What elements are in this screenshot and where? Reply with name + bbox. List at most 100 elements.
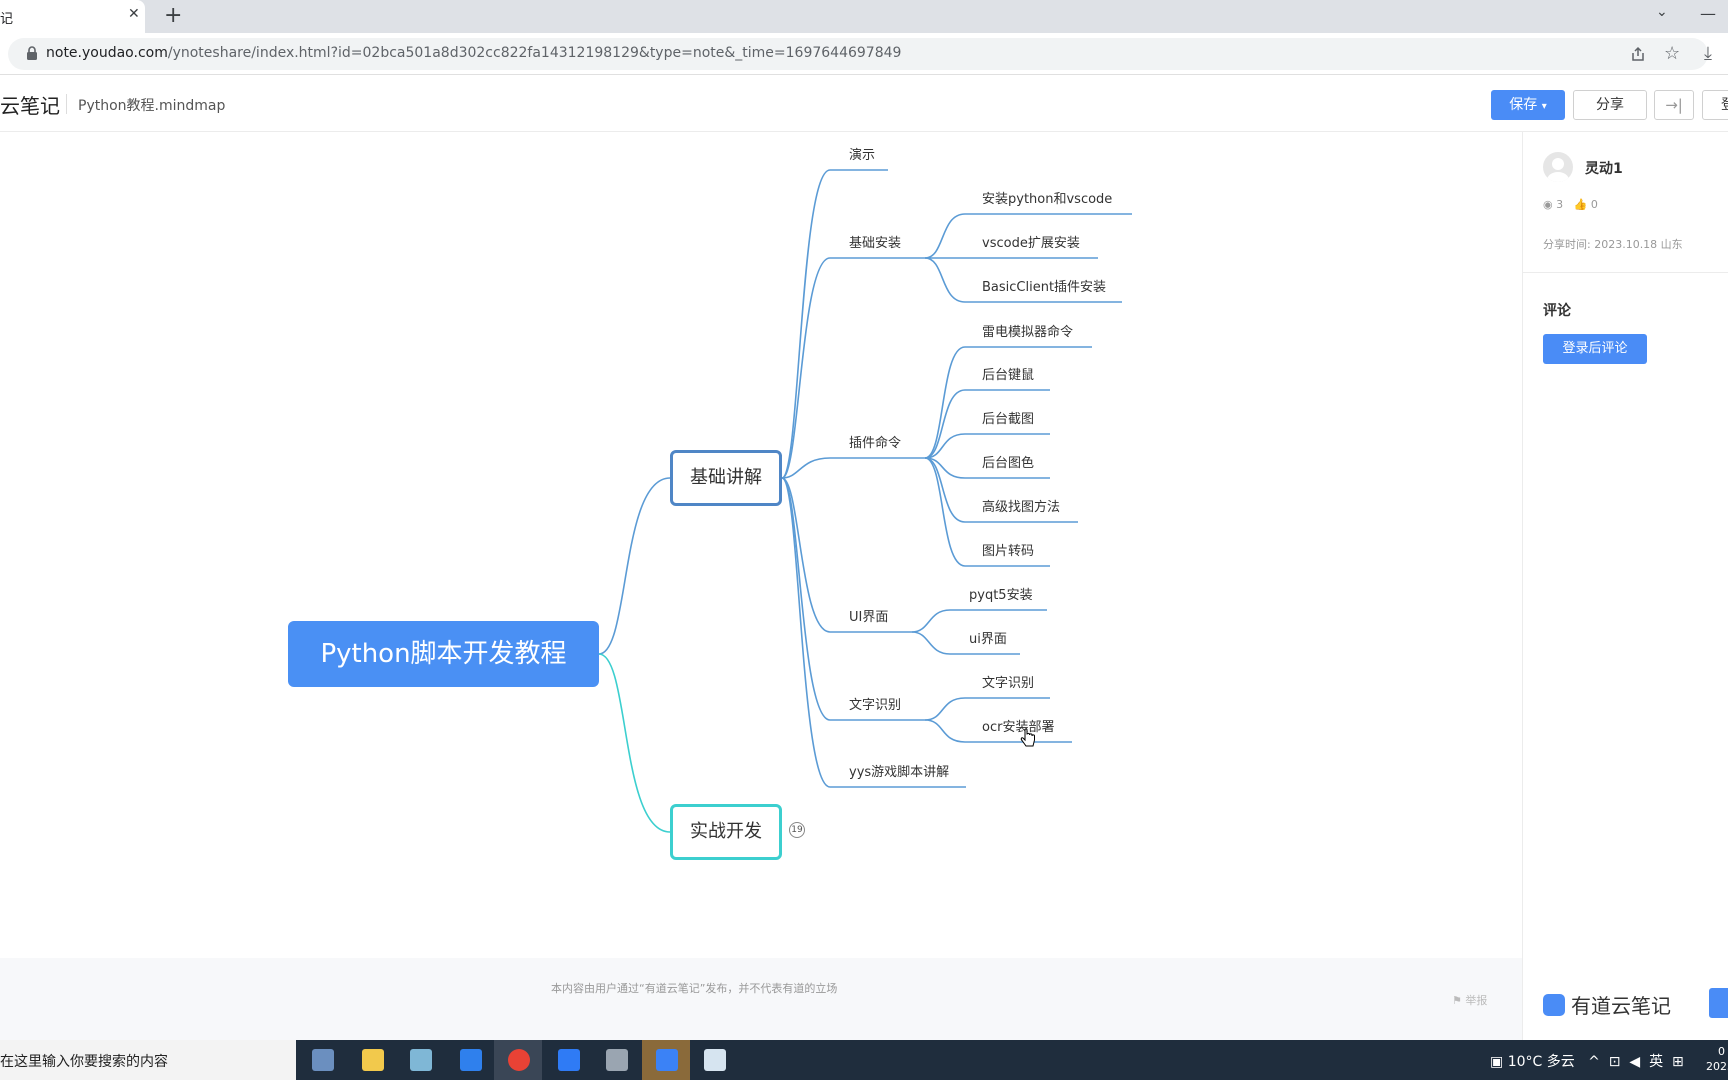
note-stats: ◉ 3 👍 0 xyxy=(1543,198,1598,211)
taskbar-search-input[interactable]: 在这里输入你要搜索的内容 xyxy=(0,1040,296,1080)
clock-time: 0 xyxy=(1718,1045,1725,1058)
brand-logo-text[interactable]: 云笔记 xyxy=(0,94,60,118)
mindmap-leaf-pyqt5[interactable]: pyqt5安装 xyxy=(969,588,1033,603)
network-status-icon[interactable]: ⊡ xyxy=(1608,1054,1621,1070)
login-button[interactable]: 登 xyxy=(1702,90,1728,120)
link-demo xyxy=(781,169,888,479)
window-minimize-icon[interactable]: — xyxy=(1700,4,1716,23)
tab-list-chevron-icon[interactable]: ⌄ xyxy=(1656,4,1668,20)
mindmap-connectors xyxy=(598,169,1132,833)
taskbar-app-meeting[interactable] xyxy=(544,1040,592,1080)
author-name[interactable]: 灵动1 xyxy=(1585,161,1623,177)
new-tab-icon[interactable]: + xyxy=(164,3,183,28)
network-app-icon xyxy=(312,1049,334,1071)
mindmap-leaf-basicclient[interactable]: BasicClient插件安装 xyxy=(982,280,1107,295)
taskbar-app-mindmap[interactable] xyxy=(642,1040,690,1080)
tray-chevron-up-icon[interactable]: ^ xyxy=(1588,1054,1600,1070)
url-path: /ynoteshare/index.html?id=02bca501a8d302… xyxy=(167,45,902,61)
system-tray: ▣ 10°C 多云 ^ ⊡ ◀ 英 ⊞ xyxy=(1490,1051,1684,1071)
mindmap-root-node[interactable]: Python脚本开发教程 xyxy=(288,621,599,687)
browser-tab[interactable]: 记 ✕ xyxy=(0,0,145,33)
comments-heading: 评论 xyxy=(1543,303,1571,319)
taskbar-clock[interactable]: 0 2023 xyxy=(1706,1044,1728,1074)
bookmark-star-icon[interactable]: ☆ xyxy=(1664,43,1681,64)
download-app-button[interactable] xyxy=(1709,988,1728,1018)
link-leaf-adv-find xyxy=(924,457,1078,523)
link-leaf-bg-color xyxy=(924,457,1050,479)
meeting-app-icon xyxy=(558,1049,580,1071)
chrome-icon xyxy=(508,1049,530,1071)
avatar[interactable] xyxy=(1543,152,1573,182)
taskbar-app-chrome[interactable] xyxy=(494,1040,542,1080)
share-page-icon[interactable] xyxy=(1630,46,1646,62)
mindmap-canvas[interactable]: Python脚本开发教程 基础讲解 实战开发 19 演示 基础安装 插件命令 U… xyxy=(0,132,1522,958)
download-icon[interactable]: ⤓ xyxy=(1704,43,1712,64)
like-count: 0 xyxy=(1590,198,1598,211)
collapsed-children-badge[interactable]: 19 xyxy=(789,822,805,838)
user-silhouette-icon xyxy=(1547,158,1569,182)
thumbs-up-icon: 👍 xyxy=(1573,198,1588,211)
link-leaf-ocr-text xyxy=(924,697,1050,721)
eye-icon: ◉ xyxy=(1543,198,1553,211)
input-method-indicator[interactable]: 英 xyxy=(1649,1054,1664,1070)
share-time: 分享时间: 2023.10.18 山东 xyxy=(1543,238,1683,251)
mindmap-node-ocr[interactable]: 文字识别 xyxy=(849,698,902,713)
info-side-panel: 灵动1 ◉ 3 👍 0 分享时间: 2023.10.18 山东 评论 登录后评论… xyxy=(1522,132,1728,1040)
mindmap-node-basic-install[interactable]: 基础安装 xyxy=(849,236,902,251)
mindmap-leaf-ocr-text[interactable]: 文字识别 xyxy=(982,676,1035,691)
mindmap-node-basics[interactable]: 基础讲解 xyxy=(670,450,782,506)
url-input[interactable]: note.youdao.com/ynoteshare/index.html?id… xyxy=(8,38,1712,70)
taskbar-app-notes[interactable] xyxy=(396,1040,444,1080)
taskbar-app-terminal[interactable] xyxy=(690,1040,738,1080)
save-button-label: 保存 xyxy=(1509,97,1538,113)
save-button[interactable]: 保存 ▾ xyxy=(1491,90,1565,120)
mindmap-node-practice[interactable]: 实战开发 xyxy=(670,804,782,860)
mindmap-leaf-vscode-ext[interactable]: vscode扩展安装 xyxy=(982,236,1080,251)
volume-icon[interactable]: ◀ xyxy=(1629,1054,1641,1070)
mindmap-leaf-install-python[interactable]: 安装python和vscode xyxy=(982,192,1113,207)
login-to-comment-button[interactable]: 登录后评论 xyxy=(1543,334,1647,364)
taskbar-app-vscode[interactable] xyxy=(446,1040,494,1080)
remote-desktop-icon xyxy=(606,1049,628,1071)
share-button[interactable]: 分享 xyxy=(1573,90,1647,120)
link-leaf-pyqt5 xyxy=(911,609,1047,633)
report-link[interactable]: ⚑ 举报 xyxy=(1452,992,1487,1008)
collapse-panel-button[interactable]: →| xyxy=(1654,90,1694,120)
link-ocr xyxy=(781,477,925,721)
taskbar-app-remote[interactable] xyxy=(592,1040,640,1080)
tab-close-icon[interactable]: ✕ xyxy=(128,6,140,22)
taskbar-app-network[interactable] xyxy=(298,1040,346,1080)
link-leaf-img-convert xyxy=(924,457,1050,567)
mindmap-node-yys[interactable]: yys游戏脚本讲解 xyxy=(849,765,950,780)
mindmap-leaf-adv-find[interactable]: 高级找图方法 xyxy=(982,500,1061,515)
mindmap-node-demo[interactable]: 演示 xyxy=(849,148,876,163)
report-label: 举报 xyxy=(1465,994,1488,1007)
youdao-note-logo[interactable]: 有道云笔记 xyxy=(1543,990,1671,1019)
flag-icon: ⚑ xyxy=(1452,994,1462,1007)
youdao-logo-icon xyxy=(1543,994,1565,1016)
link-leaf-ocr-deploy xyxy=(924,719,1072,743)
link-leaf-install-python xyxy=(924,213,1132,259)
document-title: Python教程.mindmap xyxy=(78,98,226,114)
mindmap-leaf-ocr-deploy[interactable]: ocr安装部署 xyxy=(982,720,1055,735)
mindmap-leaf-bg-keymouse[interactable]: 后台键鼠 xyxy=(982,368,1035,383)
link-plugin-cmd xyxy=(781,457,925,479)
mindmap-leaf-bg-capture[interactable]: 后台截图 xyxy=(982,412,1035,427)
weather-icon[interactable]: ▣ xyxy=(1490,1054,1504,1070)
mindmap-leaf-ui-face[interactable]: ui界面 xyxy=(969,632,1007,647)
mindmap-leaf-img-convert[interactable]: 图片转码 xyxy=(982,544,1035,559)
mindmap-node-ui[interactable]: UI界面 xyxy=(849,610,889,625)
mindmap-leaf-leidian[interactable]: 雷电模拟器命令 xyxy=(982,325,1074,340)
taskbar-app-explorer[interactable] xyxy=(348,1040,396,1080)
link-root-branch1 xyxy=(598,477,671,655)
link-leaf-leidian xyxy=(924,346,1092,459)
tab-title: 记 xyxy=(0,12,14,27)
link-yys xyxy=(781,477,966,788)
weather-text[interactable]: 10°C 多云 xyxy=(1507,1054,1575,1070)
mindmap-node-plugin-cmd[interactable]: 插件命令 xyxy=(849,436,902,451)
link-basic-install xyxy=(781,257,925,479)
mindmap-leaf-bg-color[interactable]: 后台图色 xyxy=(982,456,1035,471)
input-method-grid-icon[interactable]: ⊞ xyxy=(1671,1054,1684,1070)
footer-disclaimer: 本内容由用户通过“有道云笔记”发布，并不代表有道的立场 xyxy=(551,982,838,995)
view-count: 3 xyxy=(1556,198,1564,211)
